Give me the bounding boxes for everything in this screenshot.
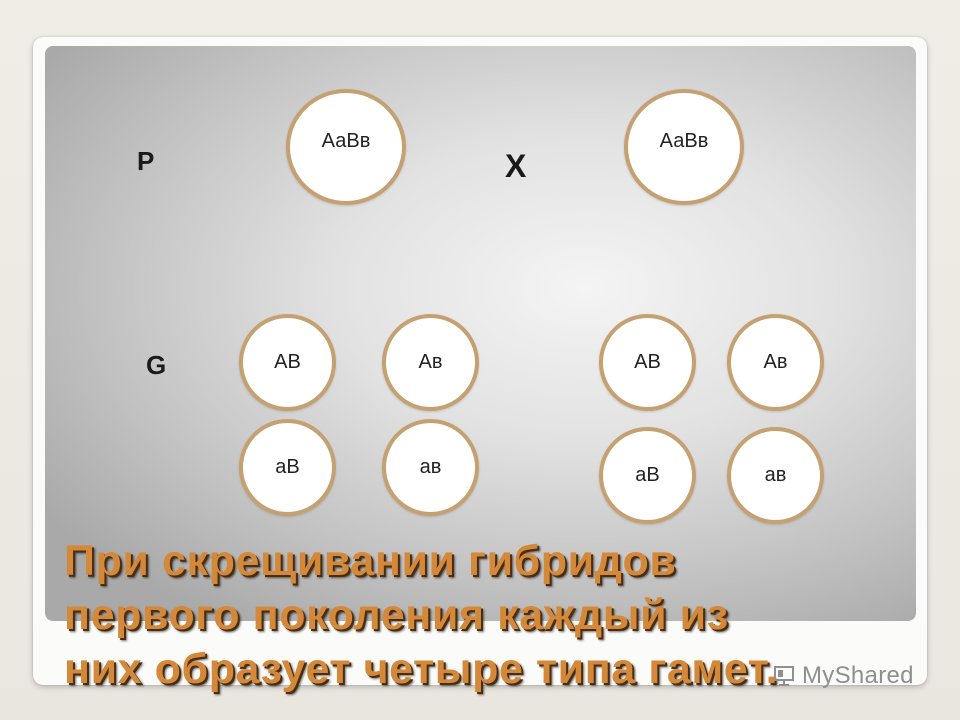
parent-genotype: АаВв (659, 129, 709, 152)
gamete-genotype: аВ (275, 456, 300, 478)
gamete-left-aB: аВ (239, 419, 336, 516)
gamete-genotype: ав (419, 456, 442, 478)
cross-sign: X (505, 148, 527, 184)
gamete-genotype: Ав (763, 351, 788, 373)
gamete-left-AB: АВ (239, 314, 336, 411)
gamete-left-ab: ав (382, 419, 479, 516)
watermark: MyShared (772, 661, 914, 691)
gamete-genotype: АВ (634, 351, 661, 373)
gamete-right-aB: аВ (599, 427, 696, 524)
gamete-genotype: ав (764, 464, 787, 486)
gamete-right-ab: ав (727, 427, 824, 524)
gamete-genotype: Ав (418, 351, 443, 373)
presentation-board-icon (774, 666, 794, 686)
caption-line-1: При скрещивании гибридов (64, 537, 677, 585)
slide-caption: При скрещивании гибридов первого поколен… (64, 534, 904, 696)
gamete-right-AB: АВ (599, 314, 696, 411)
gamete-right-Ab: Ав (727, 314, 824, 411)
gamete-left-Ab: Ав (382, 314, 479, 411)
parent-circle-right: АаВв (624, 89, 744, 205)
gametes-label: G (146, 350, 167, 380)
gamete-genotype: АВ (274, 351, 301, 373)
gamete-genotype: аВ (635, 464, 660, 486)
parent-genotype: АаВв (321, 129, 371, 152)
parent-circle-left: АаВв (286, 89, 406, 205)
caption-line-2: первого поколения каждый из (64, 591, 729, 639)
watermark-text: MyShared (802, 662, 914, 689)
caption-line-3: них образует четыре типа гамет. (64, 645, 779, 693)
parents-label: P (137, 146, 155, 176)
